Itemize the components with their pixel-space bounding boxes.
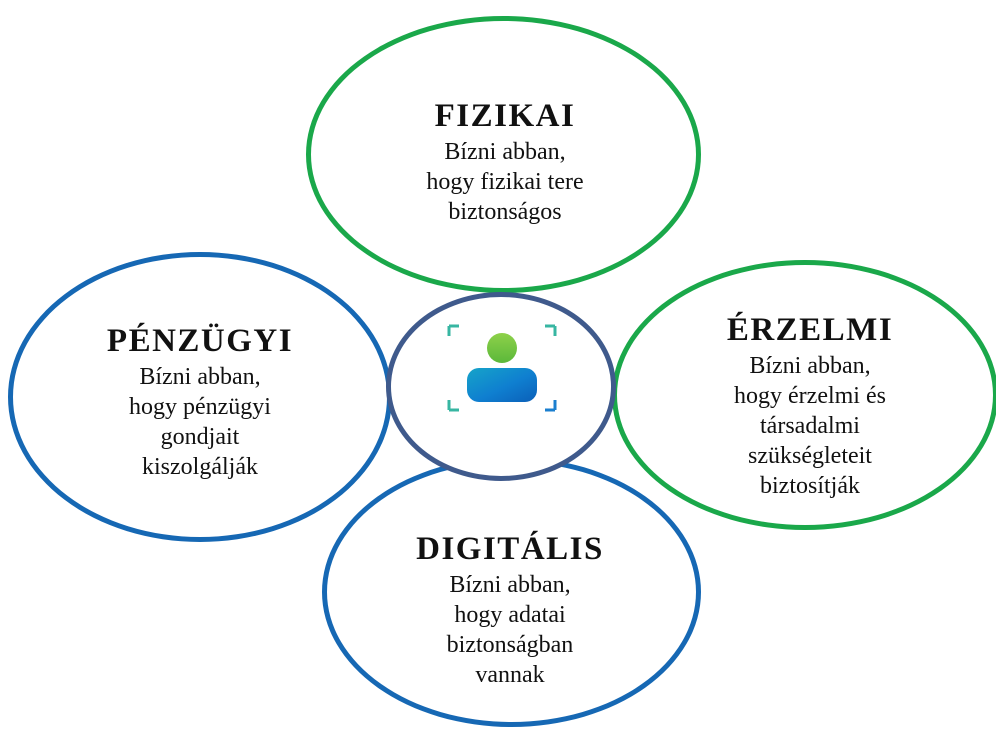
node-description: Bízni abban, hogy adatai biztonságban va… (446, 572, 574, 688)
node-title: FIZIKAI (434, 98, 576, 134)
node-label-penzugyi: PÉNZÜGYI Bízni abban, hogy pénzügyi gond… (50, 322, 350, 482)
node-description: Bízni abban, hogy érzelmi és társadalmi … (734, 353, 886, 499)
node-description: Bízni abban, hogy fizikai tere biztonság… (426, 139, 584, 225)
person-icon (447, 324, 557, 412)
node-label-digitalis: DIGITÁLIS Bízni abban, hogy adatai bizto… (360, 530, 660, 690)
node-label-erzelmi: ÉRZELMI Bízni abban, hogy érzelmi és tár… (660, 311, 960, 501)
node-title: PÉNZÜGYI (106, 323, 294, 359)
node-label-fizikai: FIZIKAI Bízni abban, hogy fizikai tere b… (360, 97, 650, 227)
node-circle-fizikai (306, 16, 701, 293)
node-title: DIGITÁLIS (416, 531, 604, 567)
node-description: Bízni abban, hogy pénzügyi gondjait kisz… (129, 364, 271, 480)
node-title: ÉRZELMI (726, 312, 894, 348)
